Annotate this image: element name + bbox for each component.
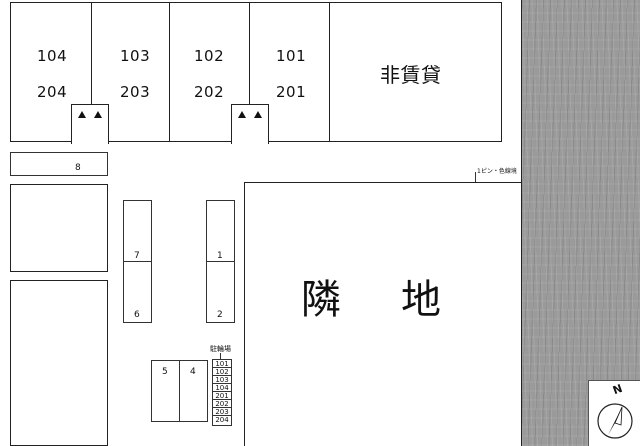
stair-icon: [94, 111, 102, 118]
bicycle-room-104: 104: [213, 383, 231, 392]
neighbor-land: 隣 地: [244, 182, 521, 446]
bicycle-room-204: 204: [213, 415, 231, 424]
compass-icon: [597, 403, 633, 439]
bicycle-room-203: 203: [213, 407, 231, 416]
parking-slot-6: 6: [123, 261, 152, 323]
road-strip: [521, 0, 640, 446]
entrance-right: [231, 104, 269, 144]
entrance-left: [71, 104, 109, 144]
marker-tick: [475, 172, 476, 182]
parking-slot-8: 8: [10, 152, 108, 176]
unit-label-201: 201: [276, 83, 307, 101]
left-block-upper: [10, 184, 108, 272]
unit-label-101: 101: [276, 47, 307, 65]
parking-slot-1: 1: [206, 200, 235, 262]
parking-slot-8-label: 8: [75, 163, 81, 173]
stair-icon: [254, 111, 262, 118]
bicycle-parking: 101 102 103 104 201 202 203 204: [212, 359, 232, 426]
parking-slot-5-label: 5: [162, 367, 168, 377]
neighbor-land-char-1: 隣: [301, 277, 341, 323]
parking-slot-7: 7: [123, 200, 152, 262]
bicycle-room-201: 201: [213, 391, 231, 400]
unit-label-204: 204: [37, 83, 68, 101]
marker-label: 1ピン・色線境: [477, 168, 517, 175]
parking-slot-1-label: 1: [217, 251, 223, 261]
unit-label-202: 202: [194, 83, 225, 101]
unit-label-203: 203: [120, 83, 151, 101]
parking-slot-7-label: 7: [134, 251, 140, 261]
stair-icon: [78, 111, 86, 118]
parking-slot-2: 2: [206, 261, 235, 323]
compass: N: [588, 380, 640, 446]
unit-label-102: 102: [194, 47, 225, 65]
parking-slot-2-label: 2: [217, 310, 223, 320]
bicycle-parking-label: 駐輪場: [210, 345, 231, 353]
bicycle-room-102: 102: [213, 367, 231, 376]
compass-north-label: N: [611, 381, 625, 398]
bicycle-room-202: 202: [213, 399, 231, 408]
parking-slot-4: 4: [179, 360, 208, 422]
left-block-lower: [10, 280, 108, 446]
bicycle-room-101: 101: [213, 359, 231, 368]
bicycle-parking-tick: [220, 353, 221, 360]
parking-slot-4-label: 4: [190, 367, 196, 377]
unit-label-104: 104: [37, 47, 68, 65]
bicycle-room-103: 103: [213, 375, 231, 384]
non-rental-label: 非賃貸: [380, 63, 442, 87]
neighbor-land-char-2: 地: [401, 277, 441, 323]
unit-label-103: 103: [120, 47, 151, 65]
stair-icon: [238, 111, 246, 118]
parking-slot-5: 5: [151, 360, 180, 422]
parking-slot-6-label: 6: [134, 310, 140, 320]
non-rental-unit: 非賃貸: [329, 2, 502, 142]
